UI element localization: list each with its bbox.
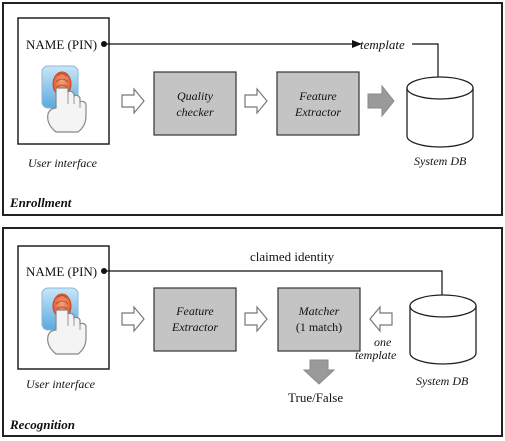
quality-checker-label: Quality checker bbox=[154, 88, 236, 120]
recog-feature-extractor-label: Feature Extractor bbox=[154, 303, 236, 335]
enroll-feature-extractor-line2: Extractor bbox=[295, 105, 341, 119]
recog-name-pin: NAME (PIN) bbox=[26, 264, 98, 279]
recog-result-arrow bbox=[302, 359, 336, 385]
enroll-feature-extractor-box bbox=[276, 71, 360, 136]
matcher-box bbox=[277, 287, 361, 352]
quality-checker-line1: Quality bbox=[177, 89, 213, 103]
recog-db-cylinder bbox=[409, 294, 477, 365]
recog-claimed-label: claimed identity bbox=[250, 249, 335, 264]
quality-checker-line2: checker bbox=[176, 105, 214, 119]
recog-feature-extractor-box bbox=[153, 287, 237, 352]
recog-section-label: Recognition bbox=[10, 417, 76, 432]
recog-fingerprint-icon bbox=[41, 287, 87, 355]
recog-feature-extractor-line1: Feature bbox=[176, 304, 214, 318]
enroll-ui-caption: User interface bbox=[28, 156, 97, 170]
recog-claimed-line bbox=[104, 270, 443, 300]
recognition-panel bbox=[2, 227, 503, 437]
enroll-hollow-arrow-1 bbox=[121, 87, 145, 115]
recog-template-label: template bbox=[355, 348, 397, 362]
recog-db-to-matcher-arrow bbox=[369, 305, 393, 333]
matcher-line1: Matcher bbox=[298, 304, 340, 318]
enroll-template-label: template bbox=[360, 37, 405, 52]
recog-ui-caption: User interface bbox=[26, 377, 95, 391]
enroll-db-cylinder bbox=[406, 76, 474, 148]
enroll-feature-extractor-line1: Feature bbox=[299, 89, 337, 103]
enroll-template-arrowhead bbox=[352, 40, 362, 48]
quality-checker-box bbox=[153, 71, 237, 136]
recog-hollow-arrow-2 bbox=[244, 305, 268, 333]
enroll-section-label: Enrollment bbox=[10, 195, 72, 210]
enroll-hollow-arrow-2 bbox=[244, 87, 268, 115]
enroll-solid-arrow bbox=[367, 84, 395, 118]
recog-one-label: one bbox=[374, 335, 392, 349]
matcher-line2: (1 match) bbox=[295, 320, 343, 334]
recog-result-label: True/False bbox=[288, 390, 344, 405]
enroll-fingerprint-icon bbox=[41, 65, 87, 133]
matcher-label: Matcher (1 match) bbox=[278, 303, 360, 335]
enroll-name-pin: NAME (PIN) bbox=[26, 37, 98, 52]
enroll-db-caption: System DB bbox=[414, 154, 467, 168]
recog-hollow-arrow-1 bbox=[121, 305, 145, 333]
recog-feature-extractor-line2: Extractor bbox=[172, 320, 218, 334]
recog-db-caption: System DB bbox=[416, 374, 469, 388]
enroll-feature-extractor-label: Feature Extractor bbox=[277, 88, 359, 120]
enroll-db-connector bbox=[412, 43, 439, 80]
